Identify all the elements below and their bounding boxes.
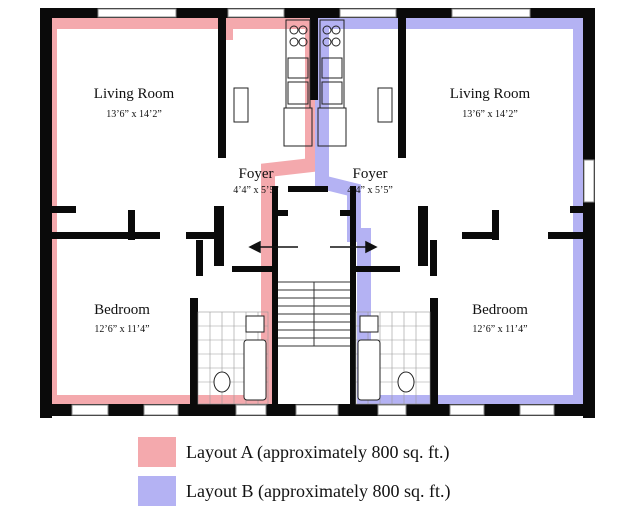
legend-item-layout-a: Layout A (approximately 800 sq. ft.)	[138, 437, 449, 467]
bedroom-right-label: Bedroom	[472, 302, 528, 318]
foyer-left-label: Foyer	[239, 166, 274, 182]
kitchen-right	[317, 19, 393, 147]
staircase	[278, 281, 350, 347]
entry-arrows	[248, 240, 378, 254]
windows	[71, 8, 595, 416]
foyer-right-dims: 4’4” x 5’5”	[347, 185, 393, 196]
bedroom-right-dims: 12’6” x 11’4”	[472, 324, 527, 335]
layout-b-swatch	[138, 476, 176, 506]
layout-a-legend-label: Layout A (approximately 800 sq. ft.)	[186, 441, 450, 462]
layout-b-legend-label: Layout B (approximately 800 sq. ft.)	[186, 480, 451, 501]
foyer-left-dims: 4’4” x 5’5”	[233, 185, 279, 196]
foyer-right-label: Foyer	[353, 166, 388, 182]
kitchen-left	[233, 19, 313, 147]
bedroom-left-label: Bedroom	[94, 302, 150, 318]
living-room-left-label: Living Room	[94, 86, 175, 102]
legend-item-layout-b: Layout B (approximately 800 sq. ft.)	[138, 476, 450, 506]
interior-walls	[40, 18, 590, 406]
layout-b-outline	[315, 15, 587, 409]
living-room-left-dims: 13’6” x 14’2”	[106, 109, 162, 120]
living-room-right-dims: 13’6” x 14’2”	[462, 109, 518, 120]
bathroom-left	[197, 311, 269, 405]
bathroom-right	[355, 311, 431, 405]
bedroom-left-dims: 12’6” x 11’4”	[94, 324, 149, 335]
living-room-right-label: Living Room	[450, 86, 531, 102]
layout-a-swatch	[138, 437, 176, 467]
